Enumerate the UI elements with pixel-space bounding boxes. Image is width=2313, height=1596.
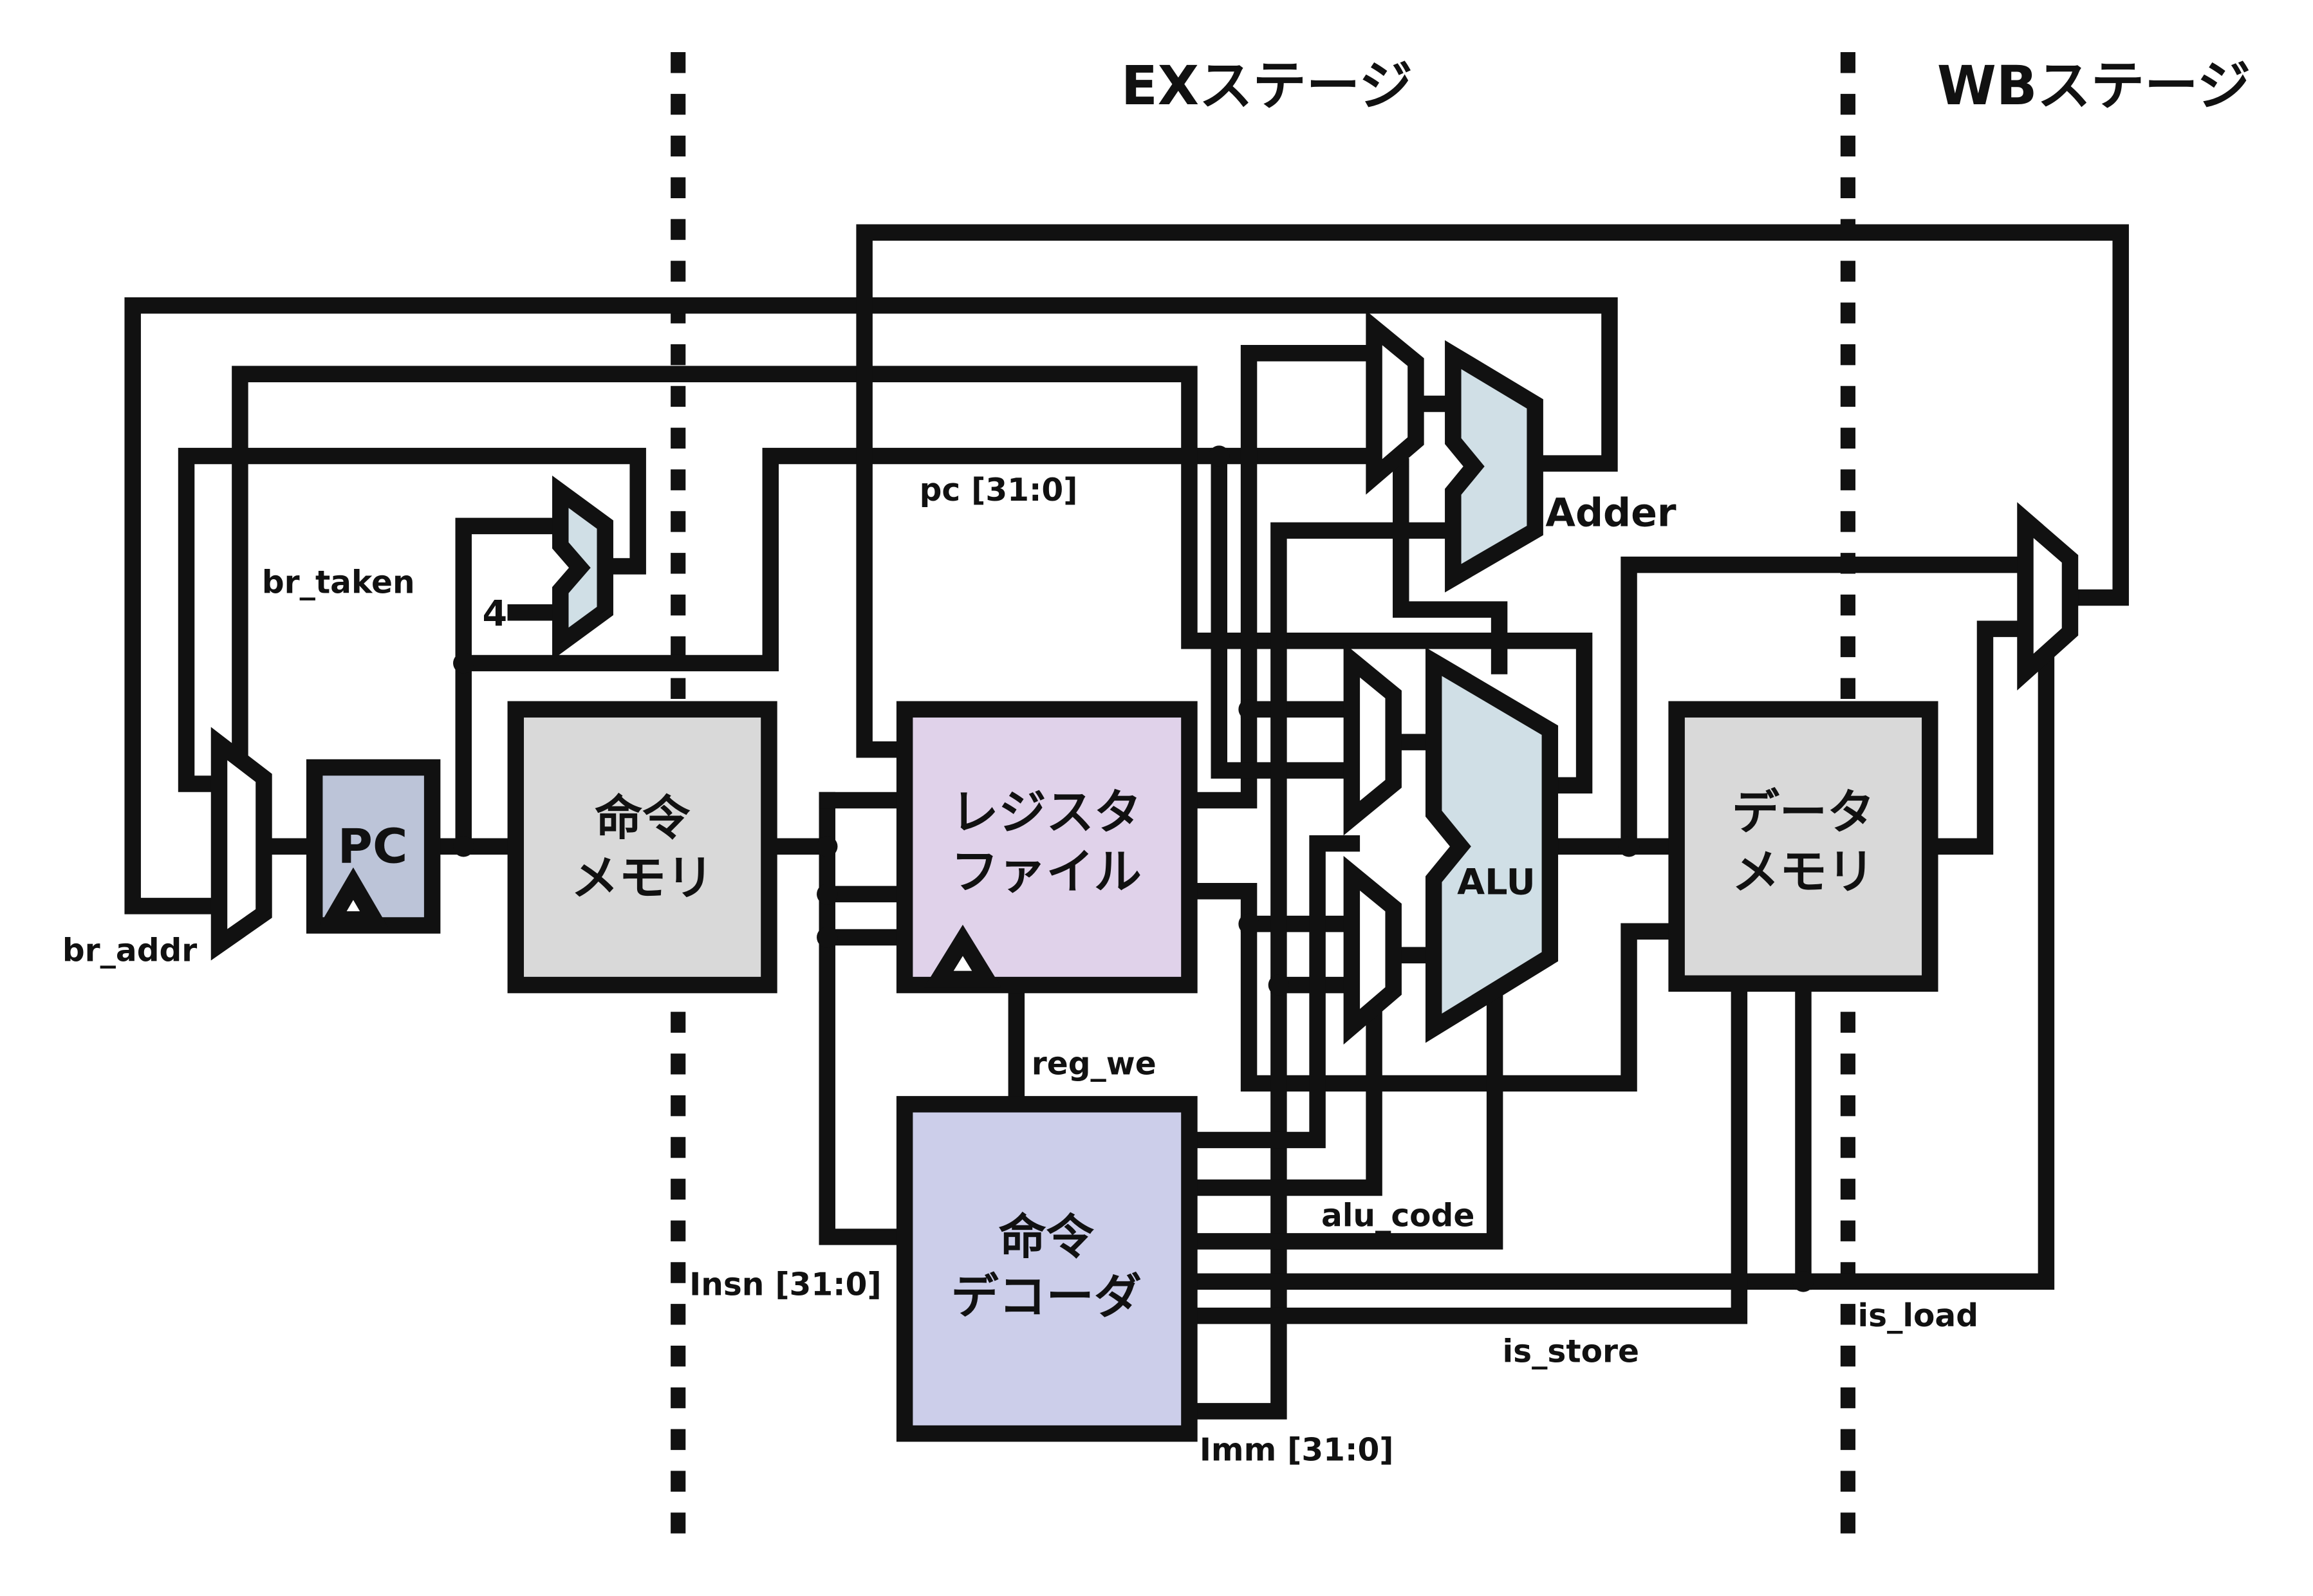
junction-dot: [453, 836, 474, 857]
signal-label-is-load: is_load: [1857, 1298, 1978, 1334]
dmem-block: [1668, 701, 1938, 992]
signal-label-br-addr: br_addr: [62, 933, 197, 969]
decoder-block: [896, 1096, 1198, 1442]
junction-dot: [1792, 1271, 1814, 1292]
imem-label-line2: メモリ: [571, 850, 714, 905]
decoder-label-line1: 命令: [999, 1209, 1095, 1265]
data-memory: データ メモリ: [1668, 701, 1938, 992]
clock-triangle-icon: [318, 867, 389, 928]
wire-dmem-to-wbmux: [1922, 620, 2034, 855]
junction-dot: [1268, 974, 1290, 996]
branch-adder: Adder: [1445, 340, 1677, 593]
decoder-label-line2: デコーダ: [951, 1269, 1141, 1324]
wire-pc-up: [455, 517, 569, 855]
dmem-label-line1: データ: [1732, 784, 1875, 840]
imem-block: [507, 701, 777, 994]
wire-imm: [1181, 522, 1462, 1420]
dmem-label-line2: メモリ: [1732, 844, 1875, 900]
stage-label-wb: WBステージ: [1937, 55, 2251, 117]
junction-dot: [1209, 445, 1230, 467]
adder-block: [1445, 340, 1543, 593]
clock-triangle-icon: [924, 924, 1001, 988]
wire-writeback: [856, 224, 2129, 758]
pc-register: PC: [306, 759, 441, 934]
junction-dot: [1618, 836, 1640, 857]
wire-alu-code: [1181, 983, 1503, 1250]
wire-insn-bus: [819, 792, 913, 1245]
signal-label-alu-code: alu_code: [1321, 1198, 1474, 1234]
signal-label-const-4: 4: [483, 593, 508, 635]
signal-label-reg-we: reg_we: [1032, 1046, 1156, 1082]
signal-label-br-taken: br_taken: [262, 565, 415, 601]
instruction-decoder: 命令 デコーダ: [896, 1096, 1198, 1442]
junction-dot: [817, 836, 838, 857]
alu-block: [1425, 647, 1559, 1043]
alu-label: ALU: [1457, 861, 1536, 903]
pc-label: PC: [338, 819, 408, 875]
register-file: レジスタ ファイル: [896, 701, 1198, 994]
alu: ALU: [1425, 647, 1559, 1043]
alu-a-mux: [1343, 642, 1402, 836]
regfile-block: [896, 701, 1198, 994]
instruction-memory: 命令 メモリ: [507, 701, 777, 994]
regfile-label-line2: ファイル: [951, 844, 1141, 900]
junction-dot: [1238, 913, 1259, 934]
junction-dot: [453, 653, 474, 674]
wire-alu-to-wbmux: [1621, 556, 2034, 855]
signal-label-imm: Imm [31:0]: [1200, 1432, 1394, 1468]
junction-dot: [817, 884, 838, 905]
pc-next-mux: [210, 727, 272, 961]
wire-pc-to-alumux: [1211, 447, 1361, 779]
wire-rf-rd2: [1181, 882, 1685, 1092]
wire-br-taken: [232, 366, 1593, 794]
wire-pc-bus: [455, 447, 1382, 672]
adder-label: Adder: [1545, 490, 1677, 535]
junction-dot: [817, 927, 838, 948]
wire-addmux-sel: [1393, 458, 1508, 674]
alu-b-mux: [1343, 855, 1402, 1045]
signal-label-pc: pc [31:0]: [920, 472, 1078, 508]
writeback-mux: [2017, 502, 2079, 691]
wire-rf-rd1: [1181, 345, 1382, 809]
signal-label-is-store: is_store: [1503, 1333, 1639, 1369]
regfile-label-line1: レジスタ: [951, 784, 1141, 840]
imem-label-line1: 命令: [595, 791, 691, 846]
wire-dec-sel2: [1181, 1008, 1382, 1196]
junctions: [453, 445, 1814, 1292]
stage-label-ex: EXステージ: [1121, 55, 1413, 117]
signal-label-insn: Insn [31:0]: [689, 1267, 882, 1303]
wire-is-load: [1181, 645, 2055, 1290]
junction-dot: [1238, 699, 1259, 720]
wire-is-store: [1181, 975, 1748, 1324]
pc-increment-adder: [552, 476, 613, 660]
wire-dec-sel1: [1181, 835, 1361, 1149]
adder-input-mux: [1366, 310, 1424, 495]
wire-pcplus4: [178, 447, 646, 792]
